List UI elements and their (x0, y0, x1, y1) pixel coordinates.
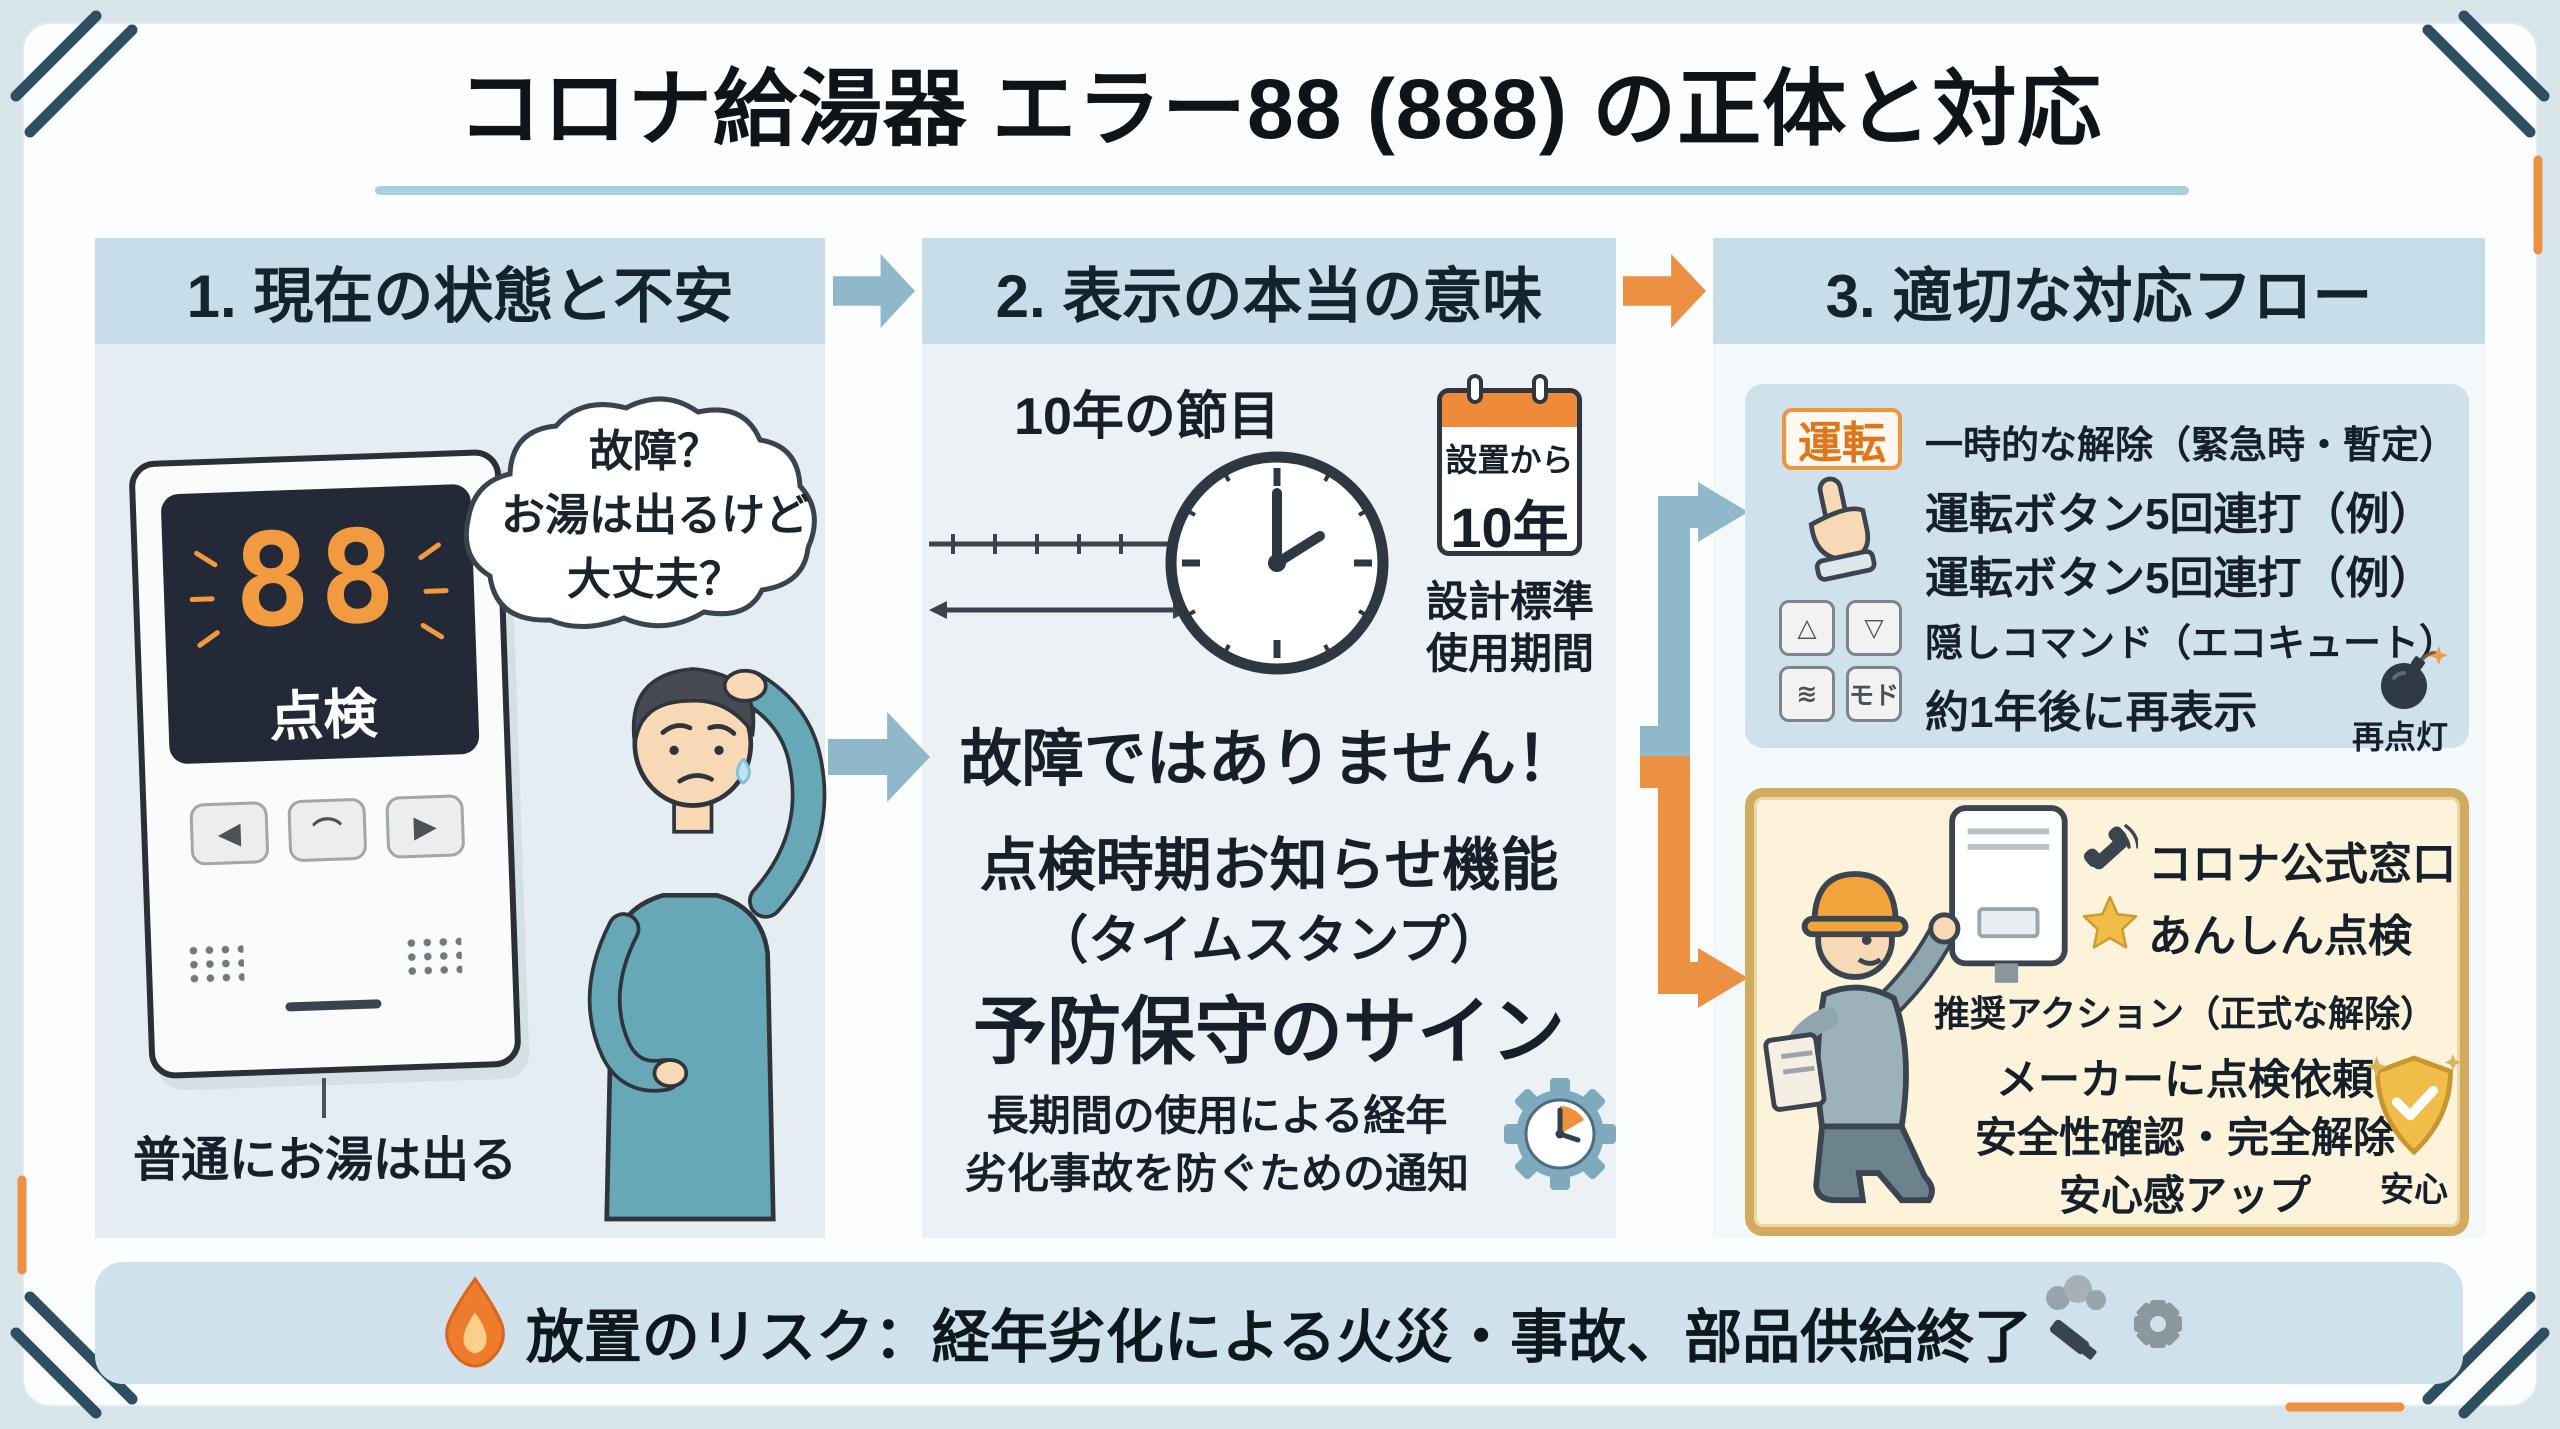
design-standard-label-1: 設計標準 (1425, 578, 1594, 625)
unten-button: 運転 (1782, 408, 1902, 470)
remote-left-button: ◀ (189, 801, 270, 866)
remote-slot (285, 999, 382, 1012)
pointing-hand-icon (1808, 476, 1877, 582)
header-step1: 1. 現在の状態と不安 (95, 238, 825, 344)
speaker-grid-left (185, 941, 245, 986)
temporary-step-2: 運転ボタン5回連打（例） (1925, 554, 2434, 603)
temporary-title: 一時的な解除（緊急時・暫定） (1925, 425, 2458, 467)
technician-illustration (1763, 805, 2068, 1204)
inspection-label: 点検 (268, 684, 379, 748)
bubble-line-2: お湯は出るけど (501, 490, 809, 540)
recommended-title: 推奨アクション（正式な解除） (1933, 993, 2437, 1034)
gear-clock-icon (1504, 1078, 1616, 1190)
note-line-1: 長期間の使用による経年 (986, 1092, 1448, 1139)
milestone-label: 10年の節目 (1014, 388, 1280, 446)
flame-icon (445, 1276, 505, 1368)
heater-remote-control: 88 点検 ◀ ⌒ ▶ (128, 448, 522, 1080)
calendar-icon: 設置から 10年 (1437, 388, 1582, 556)
blink-rays-icon (189, 542, 449, 648)
phone-icon (2083, 824, 2138, 870)
remote-right-button: ▶ (385, 794, 466, 859)
recommended-step-1: メーカーに点検依頼 (1995, 1056, 2374, 1103)
star-icon (2082, 895, 2138, 949)
recommended-step-2: 安全性確認・完全解除 (1974, 1114, 2395, 1161)
risk-footer-text: 放置のリスク：経年劣化による火災・事故、部品供給終了 (525, 1305, 2033, 1370)
thought-bubble-text: 故障？ お湯は出るけど 大丈夫？ (490, 420, 820, 611)
down-button-icon: ▽ (1846, 600, 1902, 656)
relight-label: 再点灯 (2351, 719, 2448, 755)
notice-feature-label: 点検時期お知らせ機能 (979, 833, 1559, 898)
hot-water-caption: 普通にお湯は出る (132, 1134, 517, 1187)
temporary-step-4: 約1年後に再表示 (1925, 688, 2258, 737)
header-step3: 3. 適切な対応フロー (1713, 238, 2485, 344)
calendar-ring-icon (1532, 374, 1548, 404)
calendar-header-strip (1442, 393, 1577, 427)
caption-connector-line (322, 1078, 326, 1118)
calendar-value: 10年 (1450, 496, 1569, 556)
error-code-display: 88 (230, 502, 407, 658)
speaker-grid-right (403, 934, 463, 979)
calendar-top-text: 設置から (1445, 442, 1574, 478)
bomb-icon (2381, 646, 2448, 709)
temporary-step-3: 隠しコマンド（エコキュート） (1925, 623, 2458, 665)
bubble-line-1: 故障？ (589, 427, 721, 476)
page-title: コロナ給湯器 エラー88 (888) の正体と対応 (457, 62, 2103, 156)
bath-button-icon: ≋ (1779, 666, 1835, 722)
bubble-line-3: 大丈夫？ (567, 554, 743, 604)
official-contact-label: コロナ公式窓口 (2148, 840, 2456, 889)
mode-button-icon: モド (1846, 666, 1902, 722)
safety-badge-label: 安心 (2380, 1171, 2448, 1209)
remote-center-button: ⌒ (287, 797, 368, 863)
design-standard-label-2: 使用期間 (1425, 630, 1594, 677)
temporary-step-1: 運転ボタン5回連打（例） (1925, 490, 2434, 539)
recommended-step-3: 安心感アップ (2058, 1172, 2311, 1219)
note-line-2: 劣化事故を防ぐための通知 (964, 1150, 1469, 1197)
safety-shield-icon (2366, 1054, 2462, 1156)
thought-bubble (463, 396, 817, 630)
title-underline (375, 186, 2189, 195)
calendar-ring-icon (1467, 374, 1483, 404)
smoke-and-gear-icon (2046, 1275, 2182, 1360)
not-broken-headline: 故障ではありません！ (959, 725, 1579, 794)
anshin-inspection-label: あんしん点検 (2148, 912, 2412, 961)
timestamp-label: （タイムスタンプ） (1036, 912, 1502, 970)
remote-display: 88 点検 (160, 483, 480, 765)
worried-man-illustration (587, 667, 827, 1222)
clock-icon (1165, 451, 1389, 675)
preventive-maintenance-label: 予防保守のサイン (973, 990, 1565, 1073)
header-step2: 2. 表示の本当の意味 (922, 238, 1616, 344)
up-button-icon: △ (1779, 600, 1835, 656)
remote-buttons: ◀ ⌒ ▶ (146, 793, 508, 868)
